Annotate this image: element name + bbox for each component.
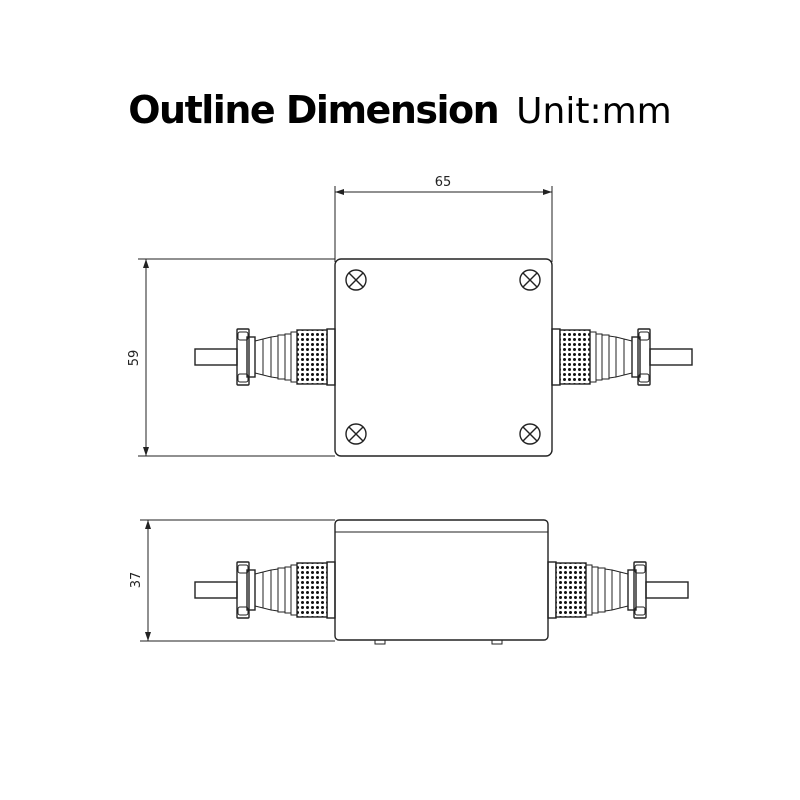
title-unit: Unit:mm [516, 91, 672, 132]
right-connector [547, 561, 689, 619]
left-connector [194, 561, 336, 619]
title-main: Outline Dimension [128, 88, 499, 132]
width-dim-label: 65 [435, 175, 452, 190]
screw-icon [519, 269, 541, 291]
depth-dim-label: 37 [129, 572, 144, 589]
side-view: 37 [129, 519, 689, 645]
enclosure-top [334, 258, 553, 457]
page-title: Outline Dimension Unit:mm [0, 88, 800, 132]
left-connector [194, 328, 336, 386]
enclosure-side [334, 519, 549, 641]
screw-icon [519, 423, 541, 445]
screw-icon [345, 423, 367, 445]
foot-right [491, 639, 503, 645]
right-connector [551, 328, 693, 386]
height-dim-label: 59 [127, 350, 142, 367]
screw-icon [345, 269, 367, 291]
foot-left [374, 639, 386, 645]
top-view: 65 59 [127, 175, 693, 457]
